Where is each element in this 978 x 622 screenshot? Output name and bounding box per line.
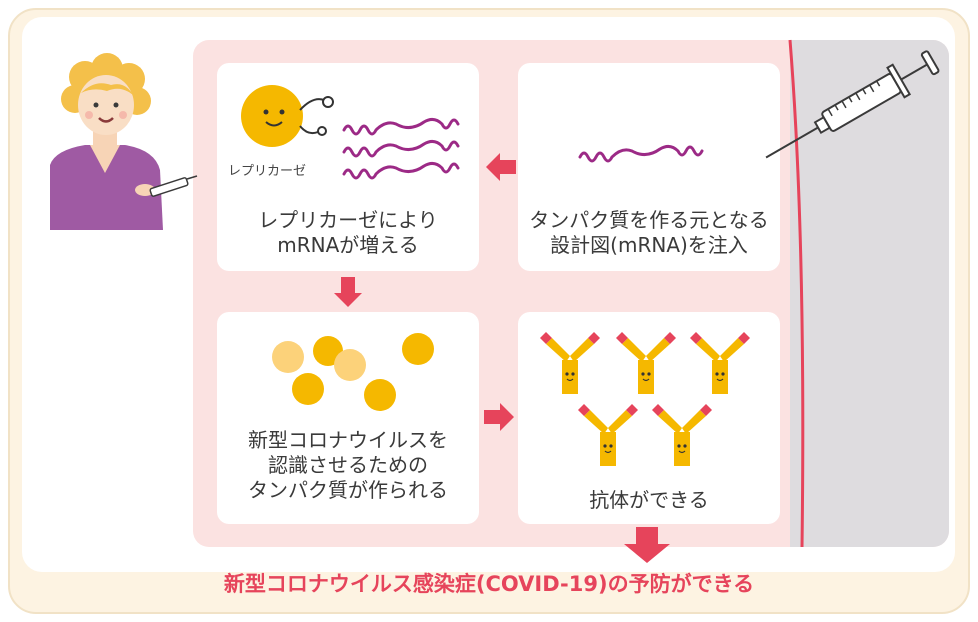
arrow-down-2 xyxy=(624,527,670,563)
skin-line xyxy=(788,39,805,548)
replicase-label: レプリカーゼ xyxy=(228,164,307,179)
step-protein-line2: 認識させるための xyxy=(268,453,428,477)
arrow-right xyxy=(484,403,514,431)
mrna-strand-icon xyxy=(578,144,704,163)
result-text: 新型コロナウイルス感染症(COVID-19)の予防ができる xyxy=(223,572,755,596)
step-inject-line1: タンパク質を作る元となる xyxy=(529,208,769,232)
step-replicase-line1: レプリカーゼにより xyxy=(258,208,438,232)
replicase-character-icon xyxy=(241,85,334,147)
antibodies-icon xyxy=(539,331,751,467)
person-illustration xyxy=(50,53,198,230)
step-antibody-line1: 抗体ができる xyxy=(589,488,709,512)
step-protein-line3: タンパク質が作られる xyxy=(248,478,448,502)
protein-dots-icon xyxy=(272,333,434,411)
step-replicase-line2: mRNAが増える xyxy=(277,233,419,257)
step-inject-line2: 設計図(mRNA)を注入 xyxy=(550,233,748,257)
step-protein-card: 新型コロナウイルスを 認識させるための タンパク質が作られる xyxy=(217,312,479,524)
step-replicase-caption: レプリカーゼにより mRNAが増える xyxy=(217,208,479,258)
step-antibody-caption: 抗体ができる xyxy=(518,488,780,513)
arrow-down-1 xyxy=(334,277,362,307)
step-inject-card: タンパク質を作る元となる 設計図(mRNA)を注入 xyxy=(518,63,780,271)
step-protein-caption: 新型コロナウイルスを 認識させるための タンパク質が作られる xyxy=(217,428,479,503)
mrna-strands-icon xyxy=(342,117,460,180)
arrow-left xyxy=(486,153,516,181)
step-protein-line1: 新型コロナウイルスを xyxy=(248,428,448,452)
step-inject-caption: タンパク質を作る元となる 設計図(mRNA)を注入 xyxy=(518,208,780,258)
syringe-icon xyxy=(765,50,940,159)
